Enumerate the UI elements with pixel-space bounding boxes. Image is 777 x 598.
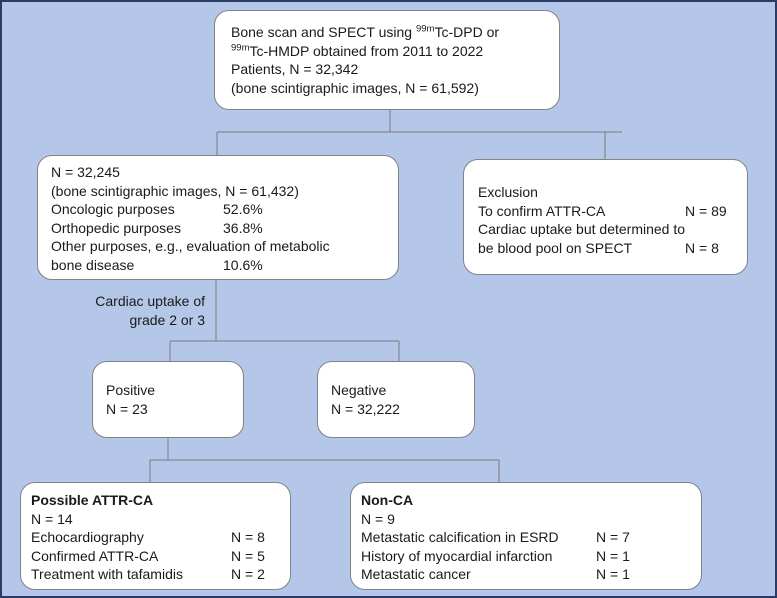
exclusion-count: N = 8: [685, 239, 719, 256]
purpose-row-oncologic: Oncologic purposes 52.6%: [51, 200, 398, 219]
negative-title: Negative: [331, 382, 387, 398]
positive-title: Positive: [106, 382, 156, 398]
top-box-images: (bone scintigraphic images, N = 61,592): [231, 79, 479, 96]
exclusion-count: N = 89: [685, 202, 727, 219]
exclusion-box: Exclusion To confirm ATTR-CA N = 89 Cardi…: [463, 159, 748, 275]
nonca-label: History of myocardial infarction: [361, 547, 553, 564]
branch-label-line2: grade 2 or 3: [129, 311, 206, 328]
non-ca-box: Non-CA N = 9 Metastatic calcification in…: [350, 482, 702, 590]
nonca-row-esrd: Metastatic calcification in ESRD N = 7: [361, 528, 701, 547]
top-box-bone-scan: Bone scan and SPECT using 99mTc-DPD or 9…: [214, 10, 560, 110]
purpose-label: Orthopedic purposes: [51, 219, 181, 236]
top-box-line2-text: Tc-HMDP obtained from 2011 to 2022: [249, 42, 484, 59]
possible-n: N = 14: [31, 510, 73, 527]
negative-n: N = 32,222: [331, 400, 400, 417]
purpose-other-line1: Other purposes, e.g., evaluation of meta…: [51, 238, 330, 254]
possible-count: N = 8: [231, 529, 265, 545]
nonca-label: Metastatic calcification in ESRD: [361, 529, 559, 545]
top-box-line1-tracer: Tc-DPD or: [434, 24, 500, 40]
possible-label: Confirmed ATTR-CA: [31, 547, 159, 564]
negative-box: Negative N = 32,222: [317, 361, 475, 438]
top-box-line1: Bone scan and SPECT using 99mTc-DPD or: [231, 23, 559, 42]
purpose-percent: 10.6%: [223, 256, 263, 273]
positive-n: N = 23: [106, 400, 148, 417]
purpose-percent: 36.8%: [223, 219, 263, 236]
nonca-title: Non-CA: [361, 492, 414, 508]
possible-row-confirmed: Confirmed ATTR-CA N = 5: [31, 547, 290, 566]
exclusion-label: be blood pool on SPECT: [478, 239, 633, 256]
purpose-row-other: bone disease 10.6%: [51, 256, 398, 275]
nonca-row-mi: History of myocardial infarction N = 1: [361, 547, 701, 566]
exclusion-label: To confirm ATTR-CA: [478, 202, 606, 219]
possible-row-tafamidis: Treatment with tafamidis N = 2: [31, 565, 290, 584]
possible-count: N = 2: [231, 566, 265, 582]
top-box-line2: 99mTc-HMDP obtained from 2011 to 2022: [231, 42, 559, 61]
cohort-box: N = 32,245 (bone scintigraphic images, N…: [37, 155, 399, 280]
purpose-label: Oncologic purposes: [51, 201, 175, 217]
branch-label-cardiac-uptake: Cardiac uptake of grade 2 or 3: [57, 292, 205, 329]
purpose-label: bone disease: [51, 256, 135, 273]
isotope-superscript: 99m: [415, 23, 435, 35]
branch-label-line1: Cardiac uptake of: [95, 293, 205, 309]
top-box-line1-text: Bone scan and SPECT using: [231, 24, 416, 40]
nonca-count: N = 1: [596, 547, 630, 564]
possible-label: Echocardiography: [31, 529, 144, 545]
top-box-patients: Patients, N = 32,342: [231, 61, 359, 77]
exclusion-title: Exclusion: [478, 184, 538, 200]
cohort-n: N = 32,245: [51, 164, 120, 180]
isotope-superscript: 99m: [231, 41, 250, 53]
nonca-n: N = 9: [361, 510, 395, 527]
nonca-count: N = 1: [596, 566, 630, 582]
possible-title: Possible ATTR-CA: [31, 492, 154, 508]
exclusion-row-bloodpool: be blood pool on SPECT N = 8: [478, 239, 747, 258]
exclusion-bloodpool-line1: Cardiac uptake but determined to: [478, 221, 686, 237]
positive-box: Positive N = 23: [92, 361, 244, 438]
exclusion-row-confirm: To confirm ATTR-CA N = 89: [478, 202, 747, 221]
nonca-label: Metastatic cancer: [361, 566, 471, 582]
possible-row-echo: Echocardiography N = 8: [31, 528, 290, 547]
possible-label: Treatment with tafamidis: [31, 566, 183, 582]
possible-attr-ca-box: Possible ATTR-CA N = 14 Echocardiography…: [20, 482, 291, 590]
possible-count: N = 5: [231, 547, 265, 564]
cohort-images: (bone scintigraphic images, N = 61,432): [51, 182, 299, 199]
nonca-row-cancer: Metastatic cancer N = 1: [361, 565, 701, 584]
nonca-count: N = 7: [596, 529, 630, 545]
purpose-percent: 52.6%: [223, 201, 263, 217]
purpose-row-orthopedic: Orthopedic purposes 36.8%: [51, 219, 398, 238]
